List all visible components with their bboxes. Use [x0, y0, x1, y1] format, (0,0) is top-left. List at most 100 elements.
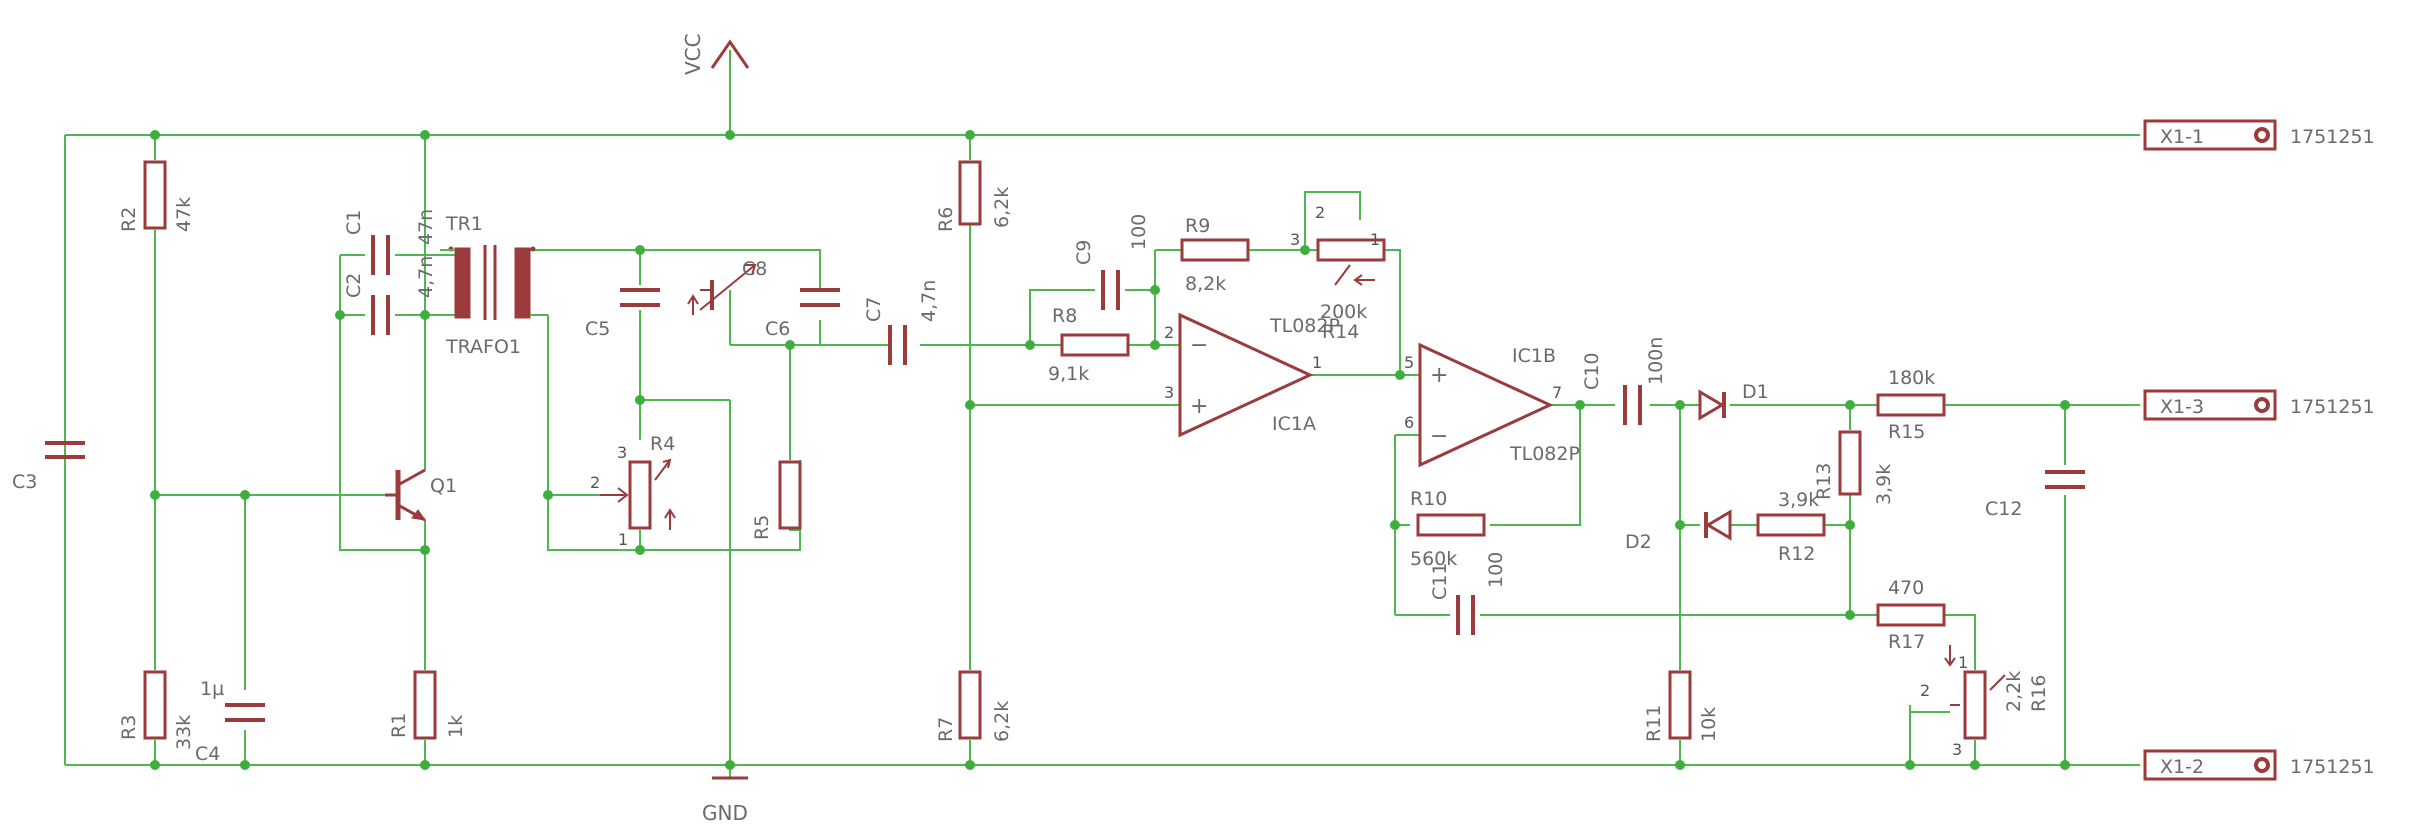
svg-text:TL082P: TL082P — [1509, 443, 1580, 465]
svg-text:100: 100 — [1485, 552, 1507, 588]
svg-text:100: 100 — [1128, 214, 1150, 250]
connector-x1-2: X1-2 1751251 — [2143, 749, 2375, 781]
svg-text:2: 2 — [1164, 323, 1174, 342]
diode-d1: D1 — [1698, 381, 1769, 421]
capacitor-c11: C11 100 — [1429, 552, 1507, 635]
svg-text:47n: 47n — [415, 209, 437, 245]
svg-text:C6: C6 — [765, 318, 790, 340]
svg-text:D2: D2 — [1625, 531, 1652, 553]
capacitor-c12: C12 — [1985, 470, 2085, 520]
svg-text:Q1: Q1 — [430, 475, 457, 497]
svg-text:C10: C10 — [1581, 353, 1603, 390]
capacitor-c2: C2 4,7n — [343, 256, 437, 335]
connector-x1-1-part: 1751251 — [2290, 126, 2375, 148]
opamp-ic1a: − + 2 3 1 IC1A TL082P — [1164, 312, 1340, 438]
resistor-r2: R2 47k — [118, 160, 195, 232]
svg-text:R12: R12 — [1778, 543, 1815, 565]
svg-text:9,1k: 9,1k — [1048, 363, 1089, 385]
resistor-r1: R1 1k — [388, 670, 467, 740]
wires — [64, 50, 2140, 778]
svg-text:R14: R14 — [1322, 321, 1359, 343]
resistor-r10: R10 560k — [1410, 488, 1486, 570]
vcc-symbol: VCC — [681, 33, 750, 75]
svg-text:1: 1 — [1312, 353, 1322, 372]
svg-text:1µ: 1µ — [200, 678, 224, 700]
transformer-tr1: TR1 TRAFO1 — [440, 213, 548, 358]
svg-text:R7: R7 — [935, 717, 957, 742]
potentiometer-r16: 2,2k R16 1 2 3 — [1920, 645, 2050, 759]
svg-text:3: 3 — [617, 443, 627, 462]
connector-x1-3: X1-3 1751251 — [2143, 389, 2375, 421]
gnd-symbol: GND — [702, 776, 748, 825]
svg-text:R2: R2 — [118, 207, 140, 232]
svg-text:R17: R17 — [1888, 631, 1925, 653]
svg-text:+: + — [1190, 394, 1208, 419]
svg-text:4,7n: 4,7n — [415, 256, 437, 298]
vcc-label: VCC — [681, 33, 705, 75]
svg-text:3: 3 — [1164, 383, 1174, 402]
svg-text:C12: C12 — [1985, 498, 2022, 520]
potentiometer-r14: 200k R14 3 2 1 — [1290, 203, 1386, 343]
resistor-r15: 180k R15 — [1876, 367, 1946, 443]
svg-text:R8: R8 — [1052, 305, 1077, 327]
capacitor-c10: C10 100n — [1581, 337, 1667, 425]
svg-text:3,9k: 3,9k — [1778, 489, 1819, 511]
svg-text:R3: R3 — [118, 715, 140, 740]
svg-text:R5: R5 — [751, 515, 773, 540]
svg-text:C2: C2 — [343, 273, 365, 298]
svg-text:IC1B: IC1B — [1512, 345, 1556, 367]
resistor-r7: R7 6,2k — [935, 670, 1013, 742]
resistor-r13: R13 3,9k — [1813, 430, 1895, 505]
connector-x1-1-ref: X1-1 — [2160, 126, 2204, 148]
svg-text:6,2k: 6,2k — [991, 187, 1013, 228]
svg-text:R13: R13 — [1813, 463, 1835, 500]
diode-d2: D2 — [1625, 509, 1732, 553]
svg-text:R9: R9 — [1185, 215, 1210, 237]
capacitor-c9: C9 100 — [1073, 214, 1150, 310]
capacitor-c1: C1 47n — [343, 209, 437, 275]
resistor-r12: R12 3,9k — [1756, 489, 1826, 565]
svg-text:C9: C9 — [1073, 240, 1095, 265]
svg-text:IC1A: IC1A — [1272, 413, 1316, 435]
svg-text:R4: R4 — [650, 433, 675, 455]
svg-text:33k: 33k — [173, 715, 195, 750]
connector-x1-3-part: 1751251 — [2290, 396, 2375, 418]
capacitor-c7: C7 4,7n — [863, 280, 940, 365]
svg-text:R16: R16 — [2028, 675, 2050, 712]
connector-x1-3-ref: X1-3 — [2160, 396, 2204, 418]
opamp-ic1b: + − 5 6 7 IC1B TL082P — [1404, 342, 1580, 468]
resistor-r6: R6 6,2k — [935, 160, 1013, 232]
svg-text:4,7n: 4,7n — [918, 280, 940, 322]
svg-text:5: 5 — [1404, 353, 1414, 372]
svg-text:1: 1 — [1370, 230, 1380, 249]
svg-text:3,9k: 3,9k — [1873, 464, 1895, 505]
junctions — [150, 130, 2070, 770]
svg-text:470: 470 — [1888, 577, 1924, 599]
svg-text:C1: C1 — [343, 210, 365, 235]
capacitor-c6: C6 — [765, 288, 840, 340]
svg-text:2: 2 — [1920, 681, 1930, 700]
svg-text:1: 1 — [1958, 653, 1968, 672]
svg-text:C8: C8 — [742, 258, 767, 280]
resistor-r9: R9 8,2k — [1180, 215, 1250, 295]
svg-text:2,2k: 2,2k — [2003, 671, 2025, 712]
svg-text:C7: C7 — [863, 297, 885, 322]
capacitor-c4: 1µ C4 — [195, 678, 265, 765]
svg-text:C5: C5 — [585, 318, 610, 340]
svg-text:R15: R15 — [1888, 421, 1925, 443]
svg-text:180k: 180k — [1888, 367, 1935, 389]
svg-text:10k: 10k — [1698, 707, 1720, 742]
capacitor-c3: C3 — [12, 441, 85, 493]
svg-text:1k: 1k — [445, 715, 467, 738]
svg-text:−: − — [1190, 333, 1208, 358]
svg-text:R1: R1 — [388, 713, 410, 738]
svg-text:3: 3 — [1952, 740, 1962, 759]
svg-text:6,2k: 6,2k — [991, 701, 1013, 742]
svg-text:6: 6 — [1404, 413, 1414, 432]
transistor-q1: Q1 — [385, 468, 457, 522]
svg-text:C11: C11 — [1429, 563, 1451, 600]
svg-text:TRAFO1: TRAFO1 — [445, 336, 521, 358]
svg-text:+: + — [1430, 363, 1448, 388]
svg-text:R11: R11 — [1643, 705, 1665, 742]
